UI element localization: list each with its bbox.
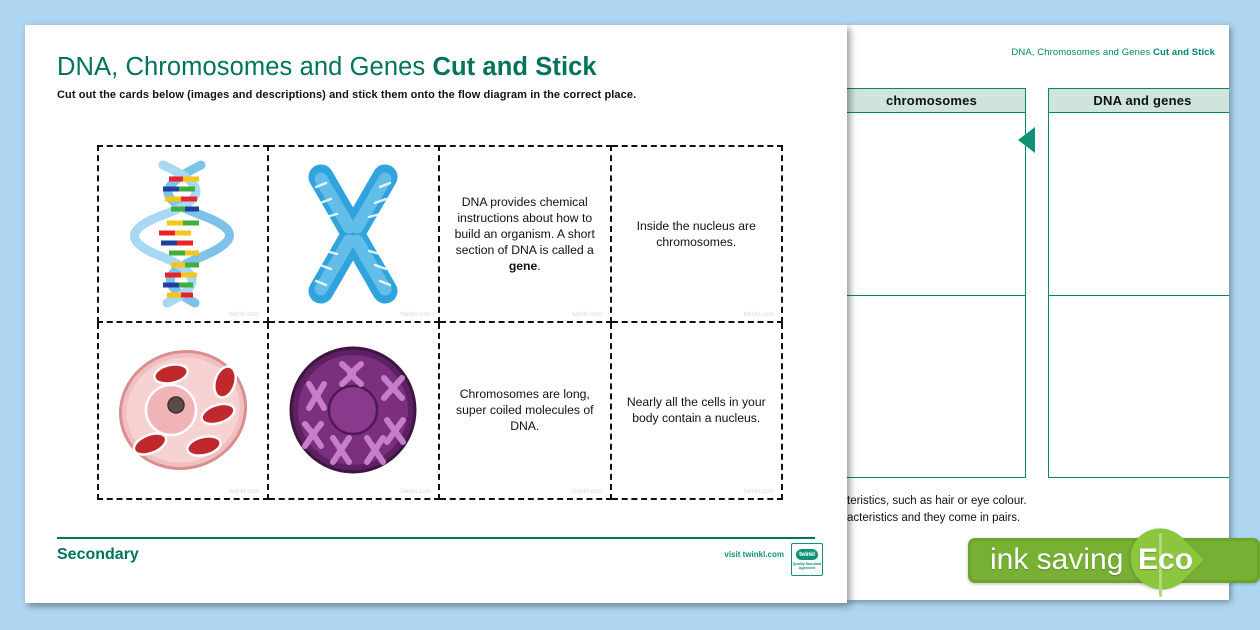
left-arrow-icon (1018, 127, 1035, 153)
card-text-content: Chromosomes are long, super coiled molec… (455, 387, 594, 434)
back-clipped-paragraph: teristics, such as hair or eye colour. a… (847, 493, 1227, 526)
watermark: twinkl.com (229, 488, 260, 495)
watermark: twinkl.com (572, 310, 603, 318)
card-text-bold: gene (508, 258, 538, 273)
flow-dropzone-dna-2[interactable] (1048, 295, 1229, 478)
card-text-before: DNA provides chemical instructions about… (454, 194, 595, 257)
animal-cell-icon (118, 350, 247, 471)
nucleus-with-chromosomes-icon (289, 346, 417, 474)
flow-diagram: chromosomes DNA and genes (847, 88, 1229, 478)
watermark: twinkl.com (572, 488, 603, 495)
card-chromosome[interactable]: twinkl.com (268, 145, 440, 323)
twinkl-logo-badge: twinkl Quality Standard Approved (791, 543, 823, 576)
card-text-chromosomes-coiled[interactable]: Chromosomes are long, super coiled molec… (440, 322, 612, 500)
footer-divider (57, 537, 815, 540)
eco-bar-inner (971, 541, 1257, 580)
twinkl-badge-sub2: Approved (798, 565, 816, 570)
watermark: twinkl.com (743, 310, 774, 318)
card-text-content: DNA provides chemical instructions about… (446, 194, 604, 274)
card-text-content: Nearly all the cells in your body contai… (626, 395, 766, 426)
card-text-content: Inside the nucleus are chromosomes. (636, 218, 756, 249)
eco-ink-saving-badge: ink saving Eco (968, 515, 1260, 603)
back-page-header: DNA, Chromosomes and Genes Cut and Stick (1011, 47, 1215, 58)
flow-heading-dna-and-genes: DNA and genes (1048, 88, 1229, 113)
clipped-line-1: teristics, such as hair or eye colour. (847, 495, 1027, 507)
flow-column-dna-genes: DNA and genes (1048, 88, 1229, 478)
front-worksheet-page[interactable]: DNA, Chromosomes and Genes Cut and Stick… (25, 25, 847, 603)
eco-ink-saving-label: ink saving (990, 543, 1124, 576)
chromosome-x-shape-icon (308, 164, 398, 304)
watermark: twinkl.com (400, 488, 431, 495)
card-text-after: . (537, 258, 541, 273)
page-subtitle: Cut out the cards below (images and desc… (57, 89, 637, 101)
card-dna-helix[interactable]: twinkl.com (97, 145, 269, 323)
clipped-line-2: acteristics and they come in pairs. (847, 511, 1021, 524)
back-worksheet-page[interactable]: DNA, Chromosomes and Genes Cut and Stick… (847, 25, 1229, 600)
watermark: twinkl.com (743, 488, 774, 495)
flow-dropzone-chromosomes-1[interactable] (847, 113, 1026, 296)
card-text-dna-instructions[interactable]: DNA provides chemical instructions about… (440, 145, 612, 323)
flow-heading-chromosomes: chromosomes (847, 88, 1026, 113)
flow-dropzone-chromosomes-2[interactable] (847, 295, 1026, 478)
page-title-bold: Cut and Stick (432, 53, 597, 81)
card-text-cells-nucleus[interactable]: Nearly all the cells in your body contai… (611, 322, 783, 500)
card-animal-cell[interactable]: twinkl.com (97, 322, 269, 500)
twinkl-badge-sub1: Quality Standard (792, 561, 822, 566)
page-title: DNA, Chromosomes and Genes Cut and Stick (57, 53, 597, 82)
twinkl-logo-word: twinkl (796, 549, 818, 561)
card-text-nucleus-chromosomes[interactable]: Inside the nucleus are chromosomes. twin… (611, 145, 783, 323)
eco-label: Eco (1138, 543, 1194, 576)
visit-twinkl-link[interactable]: visit twinkl.com (724, 550, 784, 559)
flow-column-chromosomes: chromosomes (847, 88, 1026, 478)
card-nucleus[interactable]: twinkl.com (268, 322, 440, 500)
watermark: twinkl.com (229, 310, 260, 318)
watermark: twinkl.com (400, 310, 431, 318)
page-title-regular: DNA, Chromosomes and Genes (57, 53, 433, 81)
leaf-vein-icon (1159, 533, 1162, 597)
flow-dropzone-dna-1[interactable] (1048, 113, 1229, 296)
back-header-regular: DNA, Chromosomes and Genes (1011, 47, 1153, 58)
dna-double-helix-icon (129, 160, 234, 308)
footer-level-label: Secondary (57, 546, 139, 563)
cut-out-card-grid: twinkl.com (97, 145, 783, 500)
eco-bar (968, 538, 1260, 583)
back-header-bold: Cut and Stick (1152, 47, 1215, 58)
